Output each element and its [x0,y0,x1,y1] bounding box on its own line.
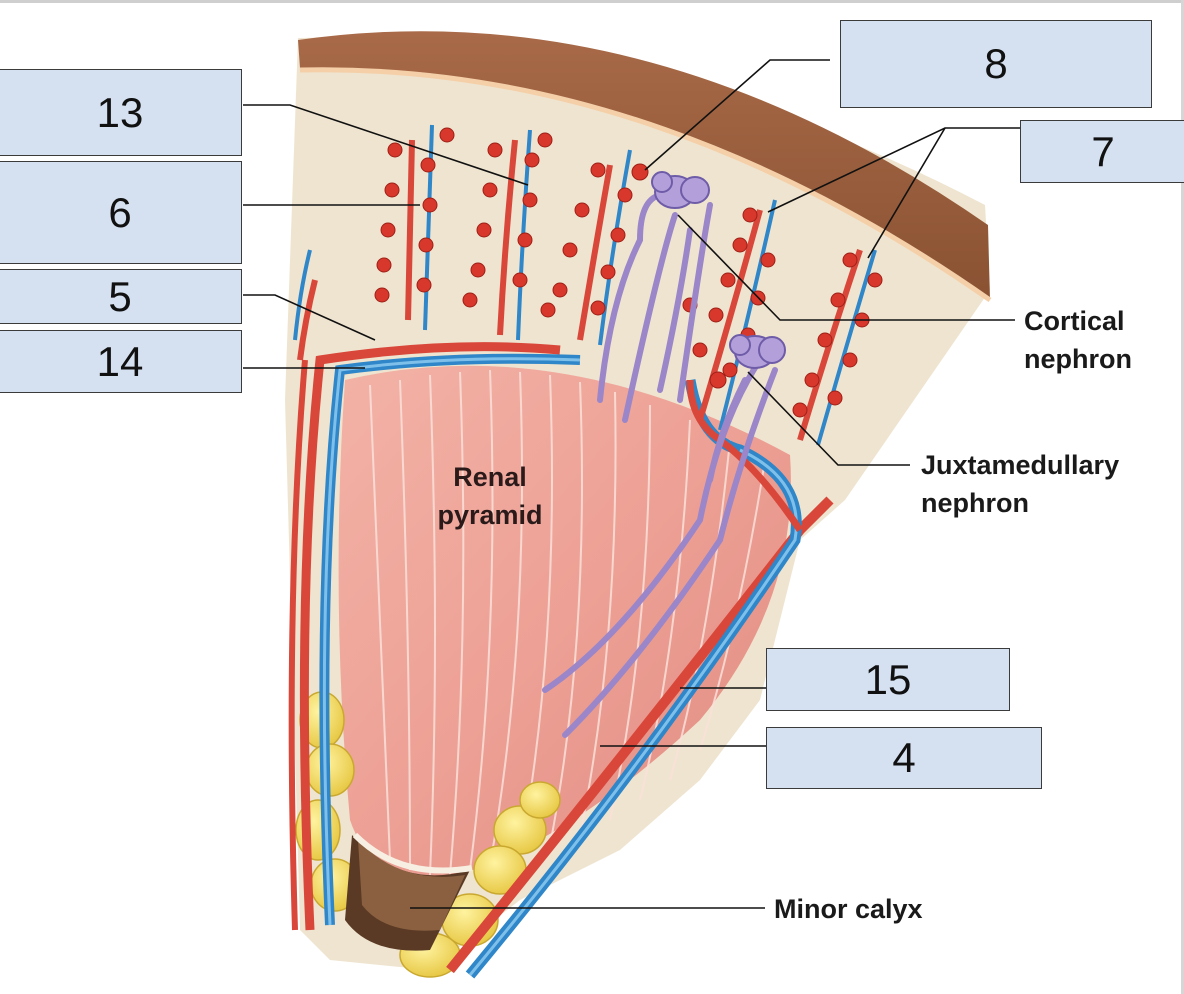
window-top-border [0,0,1184,3]
juxtamedullary-nephron-line-1: Juxtamedullary [921,450,1120,480]
renal-pyramid-line-2: pyramid [437,500,543,530]
label-box-5[interactable]: 5 [0,269,242,324]
cortical-nephron-line-1: Cortical [1024,306,1125,336]
label-box-7[interactable]: 7 [1020,120,1184,183]
label-box-13[interactable]: 13 [0,69,242,156]
renal-capsule [298,31,990,301]
cortical-nephron-label: Cortical nephron [1024,302,1132,378]
label-box-8[interactable]: 8 [840,20,1152,108]
label-box-6[interactable]: 6 [0,161,242,264]
cortical-nephron-line-2: nephron [1024,344,1132,374]
juxtamedullary-nephron-line-2: nephron [921,488,1029,518]
label-box-4[interactable]: 4 [766,727,1042,789]
minor-calyx-label: Minor calyx [774,894,923,924]
window-right-border [1181,0,1184,994]
label-box-14[interactable]: 14 [0,330,242,393]
juxtamedullary-nephron-label: Juxtamedullary nephron [921,446,1119,522]
renal-pyramid-label: Renal pyramid [420,458,560,534]
label-box-15[interactable]: 15 [766,648,1010,711]
renal-pyramid-shape [338,365,791,880]
renal-pyramid-line-1: Renal [453,462,527,492]
